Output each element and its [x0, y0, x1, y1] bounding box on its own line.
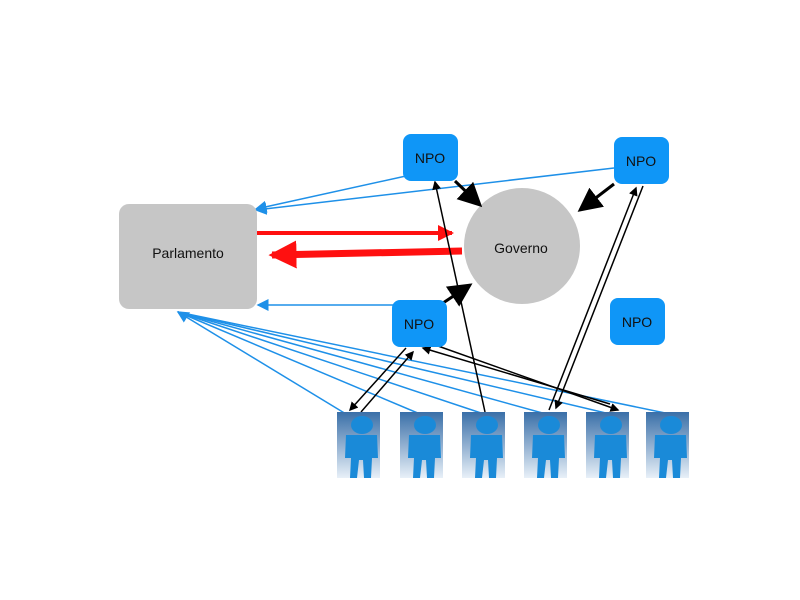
node-governo: Governo	[464, 188, 580, 304]
npo-right-box	[610, 298, 665, 345]
edge-npo-mid-to-person-1	[348, 347, 407, 412]
node-parlamento: Parlamento	[119, 204, 257, 309]
npo-top-right-label: NPO	[626, 153, 656, 169]
edge-npo-mid-to-governo	[442, 283, 473, 307]
npo-top-box	[403, 134, 458, 181]
edge-npo-top-to-governo	[453, 179, 483, 208]
edge-governo-to-parlamento	[268, 240, 463, 269]
person-icon	[400, 412, 443, 478]
parlamento-label: Parlamento	[152, 245, 224, 261]
npo-right: NPO	[610, 298, 665, 345]
person-icon	[586, 412, 629, 478]
person-icon	[462, 412, 505, 478]
edge-person-3-to-parlamento	[177, 311, 485, 415]
persons	[337, 412, 689, 478]
npo-mid: NPO	[392, 300, 447, 347]
person-icon	[337, 412, 380, 478]
parlamento-box	[119, 204, 257, 309]
person-icon	[524, 412, 567, 478]
power-edges	[257, 225, 463, 269]
citizen-edges	[176, 167, 671, 415]
npo-top-right-box	[614, 137, 669, 184]
edge-person-5-to-npo-mid	[421, 345, 611, 405]
edge-npo-mid-to-person-5	[437, 345, 620, 412]
edge-npo-top-to-parlamento	[254, 175, 407, 213]
npo-top-label: NPO	[415, 150, 445, 166]
person-icon	[646, 412, 689, 478]
edge-npo-top-right-to-governo	[577, 182, 615, 212]
edge-person-1-to-parlamento	[176, 311, 347, 415]
edge-person-4-to-parlamento	[177, 311, 547, 415]
edge-npo-top-right-to-person-4	[554, 185, 644, 410]
governo-circle	[464, 188, 580, 304]
npo-top-right: NPO	[614, 137, 669, 184]
npo-top: NPO	[403, 134, 458, 181]
npo-mid-box	[392, 300, 447, 347]
governo-label: Governo	[494, 240, 548, 256]
edge-person-4-to-npo-top-right	[548, 186, 638, 411]
edge-person-1-to-npo-mid	[360, 350, 414, 413]
edge-person-2-to-parlamento	[177, 311, 421, 415]
npo-to-governo-edges	[442, 179, 615, 307]
npo-right-label: NPO	[622, 314, 652, 330]
npo-mid-label: NPO	[404, 316, 434, 332]
edge-person-5-to-parlamento	[177, 311, 611, 415]
